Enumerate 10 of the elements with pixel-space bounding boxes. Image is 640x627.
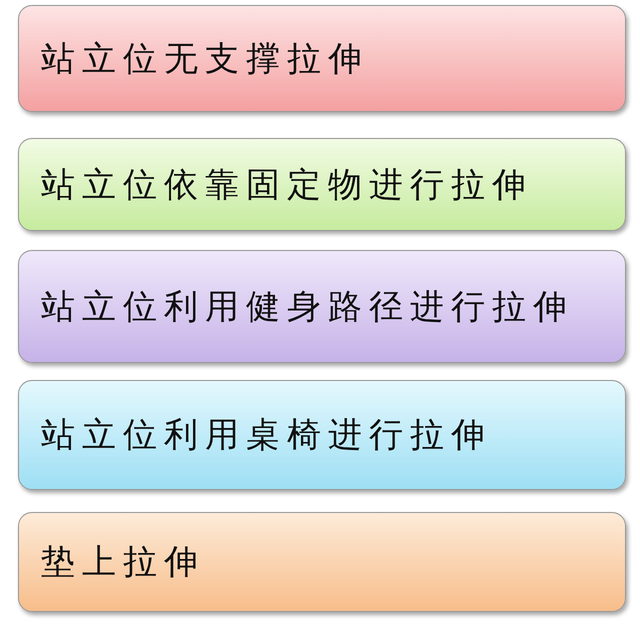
box-label: 站立位依靠固定物进行拉伸 [40,164,533,206]
box-label: 站立位利用桌椅进行拉伸 [40,414,492,457]
box-label: 站立位利用健身路径进行拉伸 [40,286,574,328]
process-box [18,138,626,231]
process-box [18,380,626,490]
box-label: 垫上拉伸 [40,541,205,584]
box-label: 站立位无支撑拉伸 [40,38,369,80]
process-box [18,512,626,612]
process-box [18,250,626,363]
process-box [18,5,626,112]
